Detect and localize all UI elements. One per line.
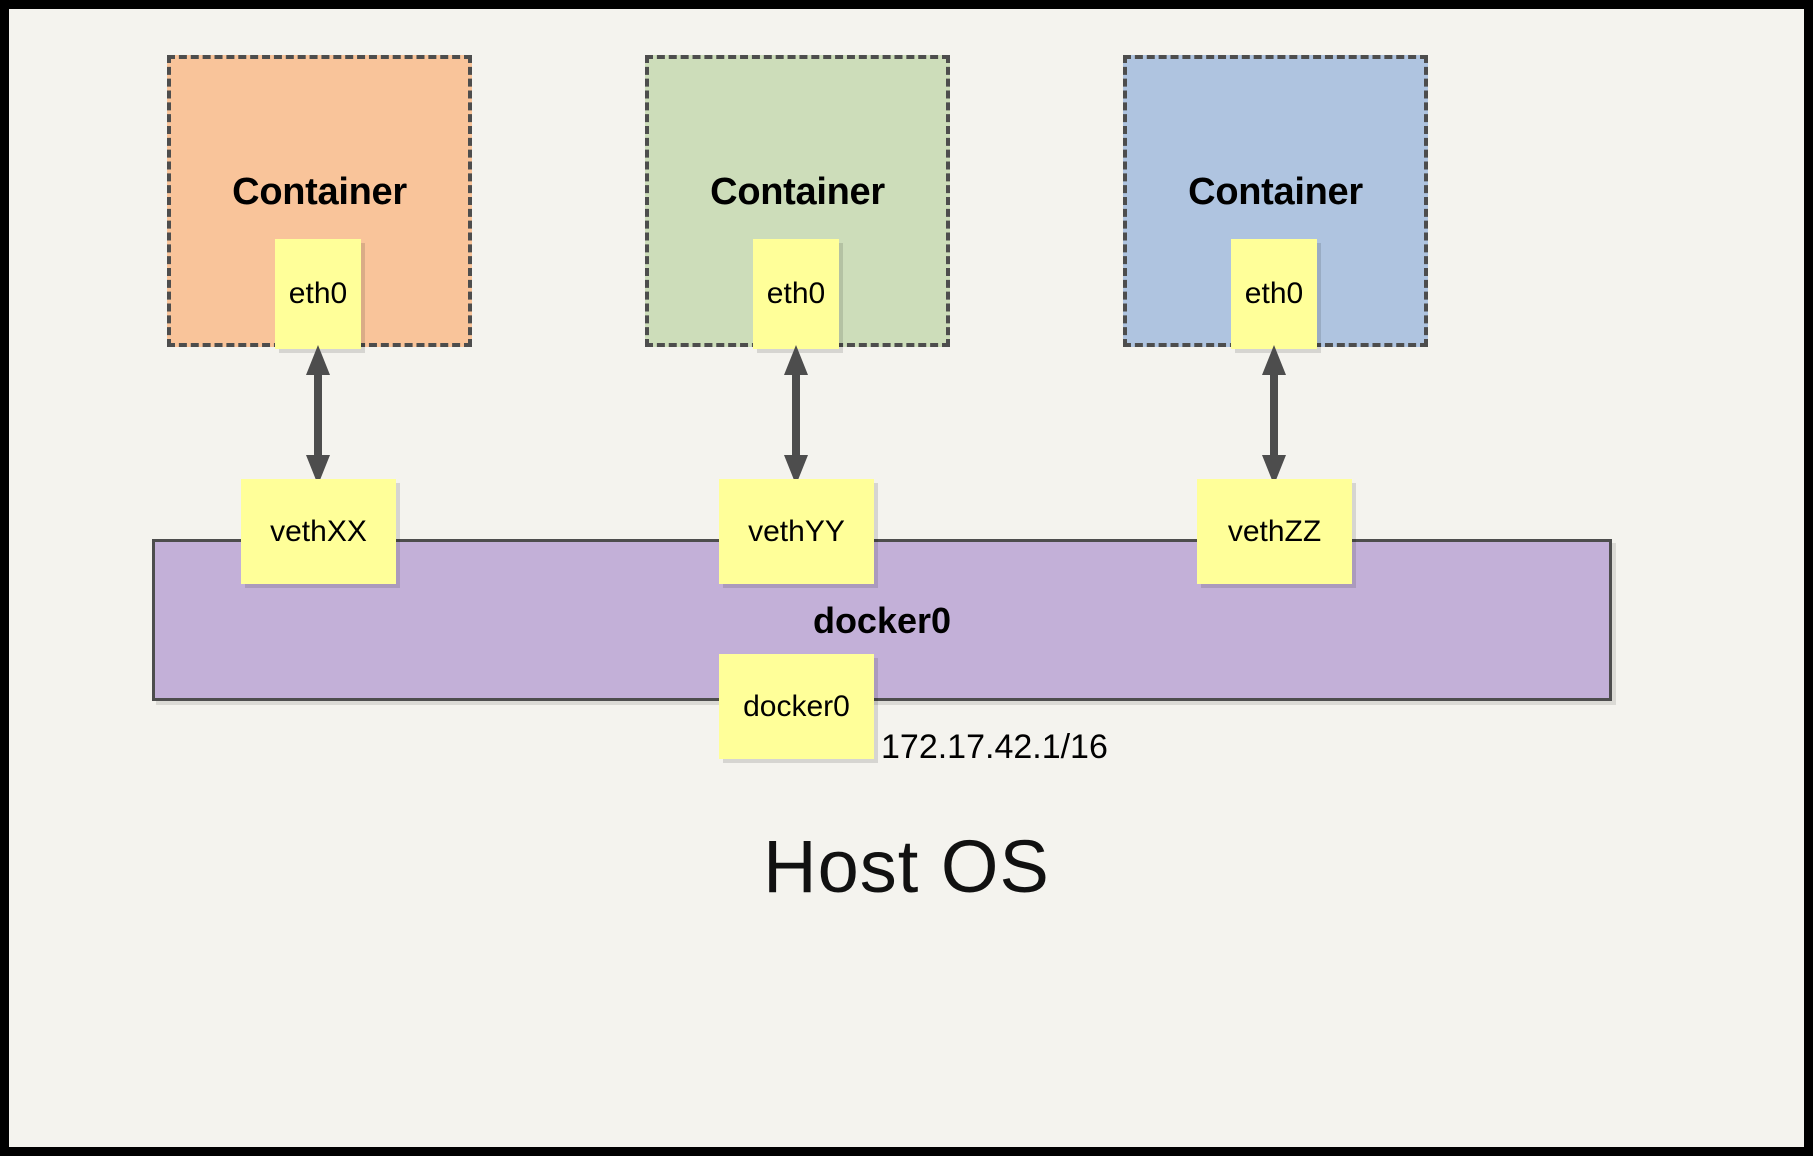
double-arrow-icon-2 — [784, 345, 808, 485]
host-os-title: Host OS — [763, 825, 1050, 908]
veth-label-2: vethYY — [748, 514, 845, 548]
eth0-interface-2: eth0 — [753, 239, 839, 349]
eth0-label-2: eth0 — [766, 277, 826, 310]
veth-label-1: vethXX — [270, 514, 367, 548]
double-arrow-icon-3 — [1262, 345, 1286, 485]
double-arrow-icon-1 — [306, 345, 330, 485]
container-title-2: Container — [710, 171, 885, 213]
eth0-label-1: eth0 — [288, 277, 348, 310]
eth0-label-3: eth0 — [1244, 277, 1304, 310]
eth0-interface-3: eth0 — [1231, 239, 1317, 349]
veth-endpoint-1: vethXX — [241, 479, 396, 584]
bridge-ip-address: 172.17.42.1/16 — [881, 728, 1108, 766]
docker0-interface-note: docker0 — [719, 654, 874, 759]
veth-endpoint-3: vethZZ — [1197, 479, 1352, 584]
veth-label-3: vethZZ — [1227, 514, 1322, 548]
docker0-bridge-label: docker0 — [812, 600, 952, 641]
docker0-interface-label: docker0 — [743, 689, 850, 723]
container-title-1: Container — [232, 171, 407, 213]
host-os-panel: Container eth0 Container eth0 Container … — [9, 9, 1804, 1147]
veth-endpoint-2: vethYY — [719, 479, 874, 584]
eth0-interface-1: eth0 — [275, 239, 361, 349]
container-title-3: Container — [1188, 171, 1363, 213]
